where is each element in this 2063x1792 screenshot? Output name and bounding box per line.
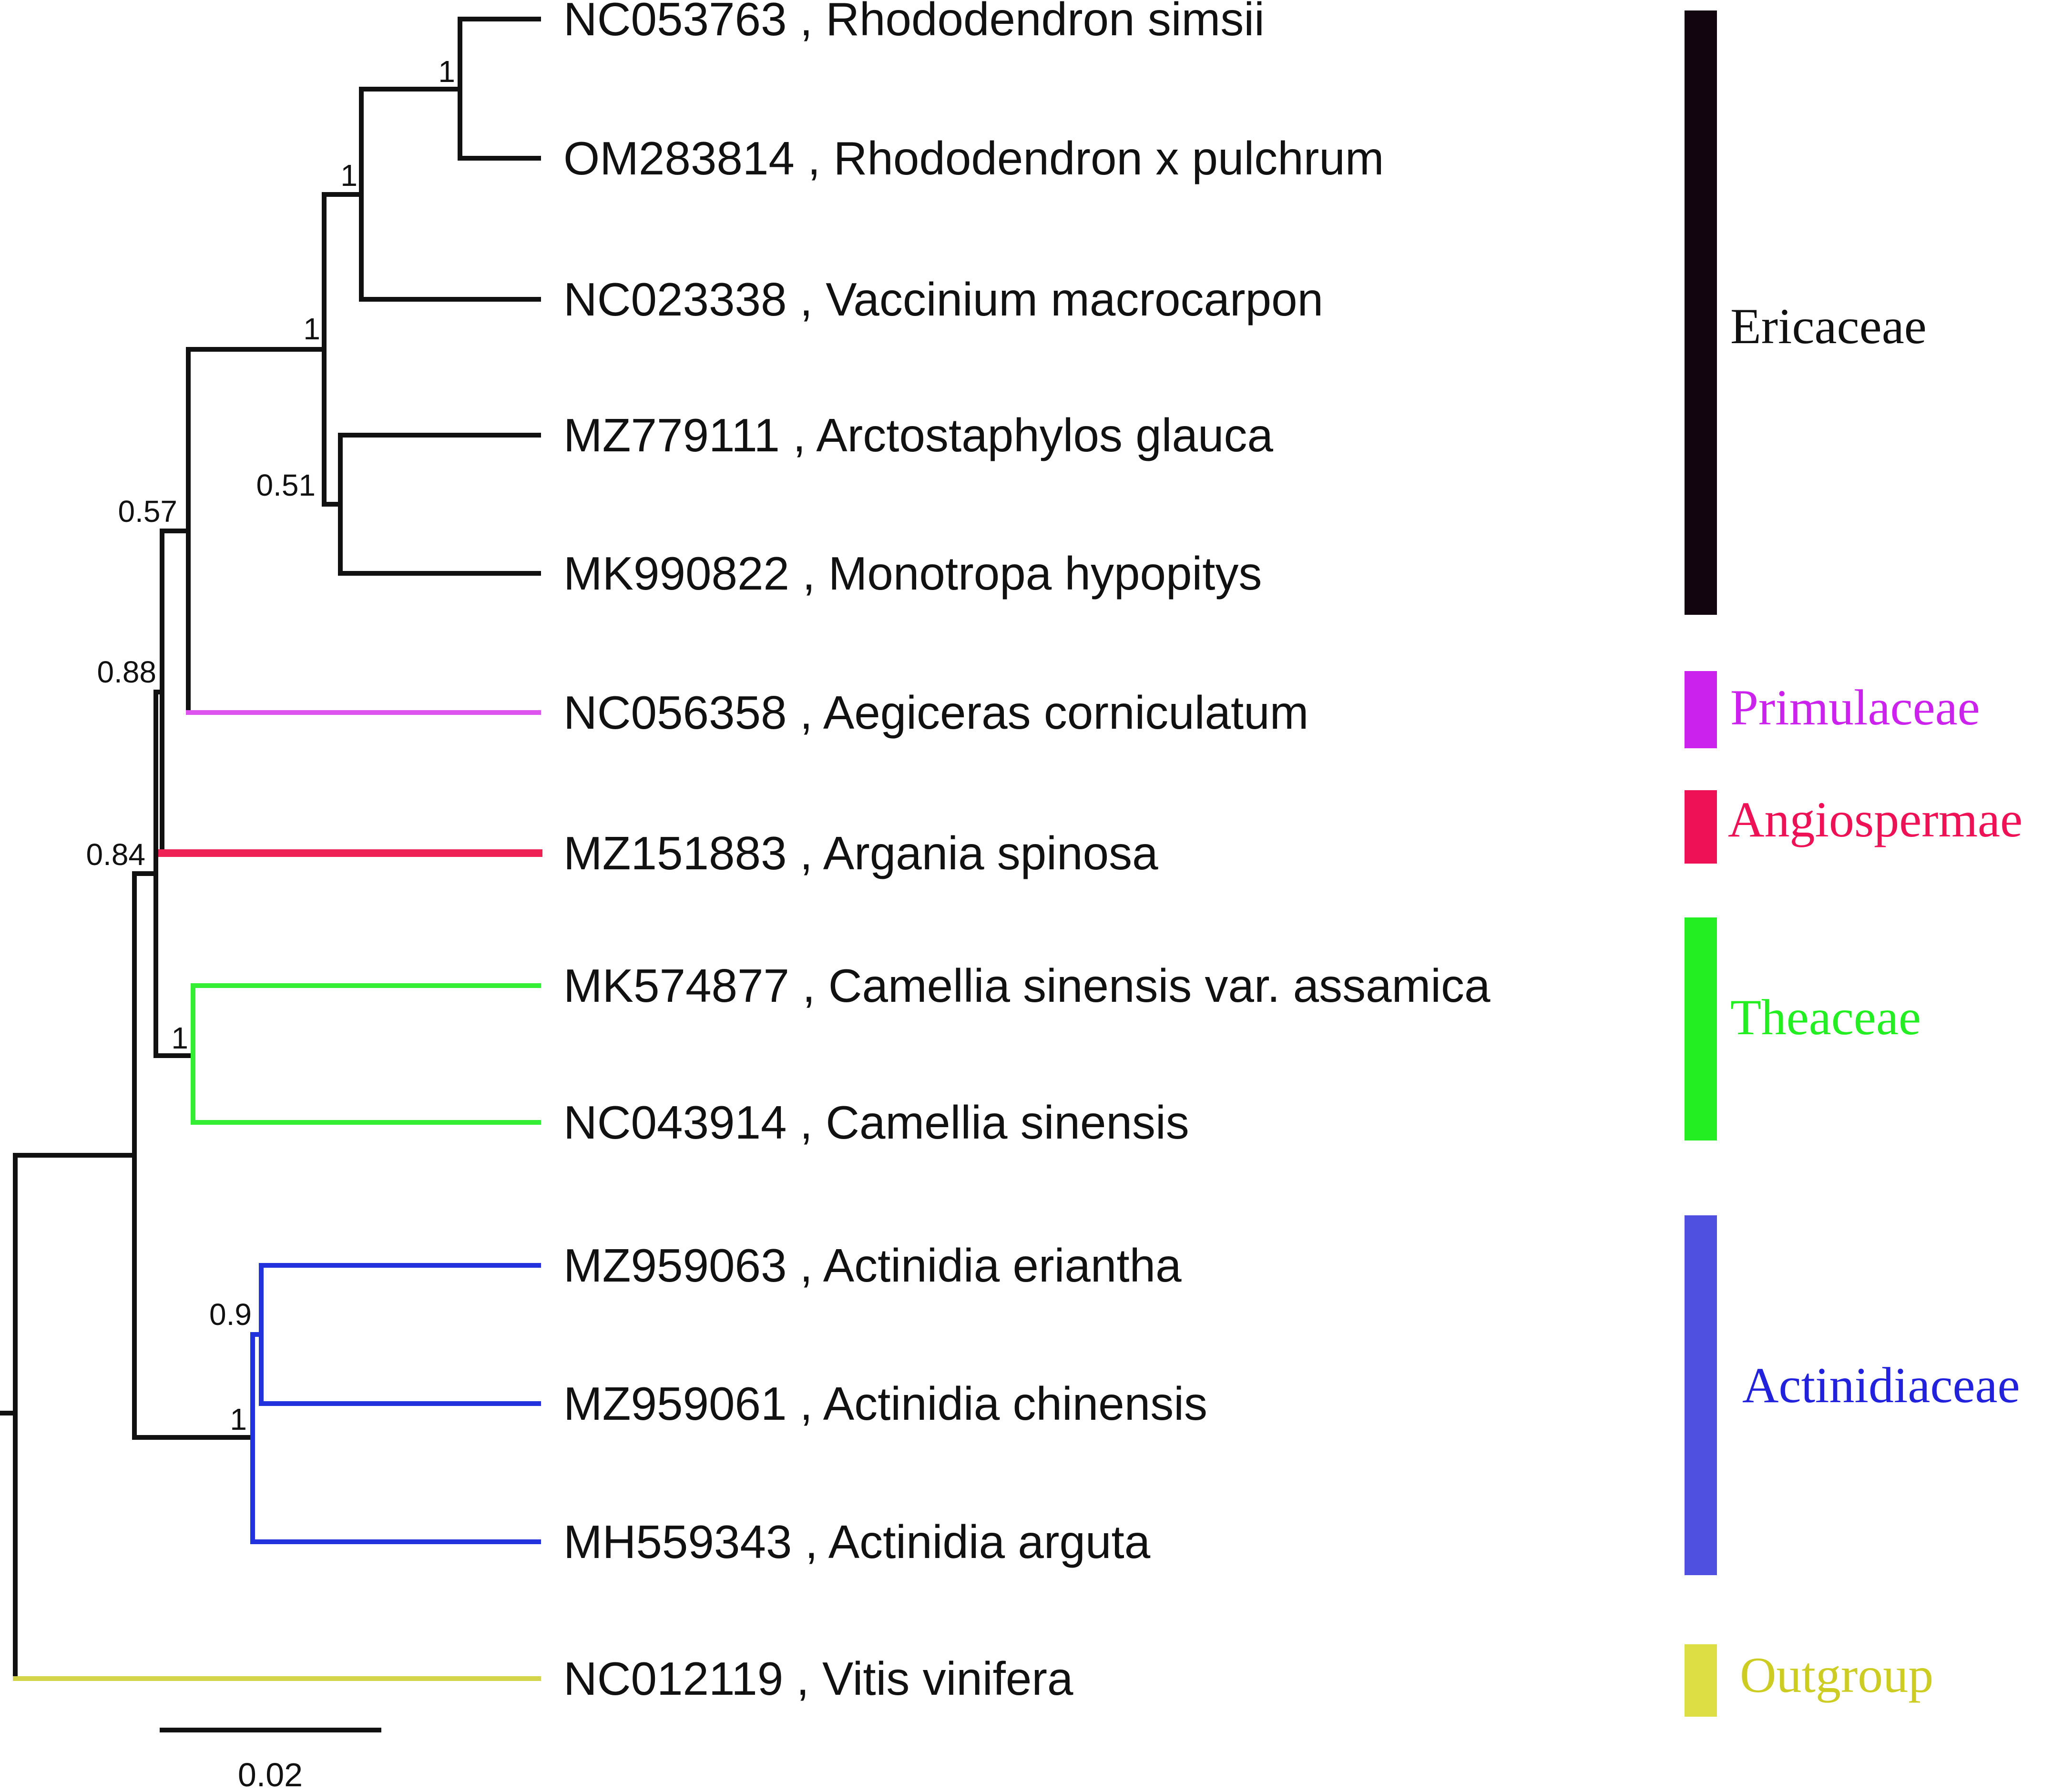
tip-label: MZ151883 , Argania spinosa <box>563 827 1158 879</box>
tip-label: OM283814 , Rhododendron x pulchrum <box>563 132 1384 184</box>
clade-label: Actinidiaceae <box>1742 1357 2020 1413</box>
support-value: 0.84 <box>86 837 145 872</box>
tip-label: NC053763 , Rhododendron simsii <box>563 0 1265 45</box>
tip-accession: MH559343 <box>563 1516 792 1568</box>
tip-accession: NC012119 <box>563 1652 783 1705</box>
support-value: 1 <box>171 1021 188 1055</box>
clade-bar <box>1685 671 1717 748</box>
tip-species: Vitis vinifera <box>822 1652 1073 1705</box>
tip-accession: MZ779111 <box>563 409 780 461</box>
support-value: 0.9 <box>209 1297 252 1332</box>
tip-species: Camellia sinensis var. assamica <box>828 959 1491 1012</box>
clade-label: Primulaceae <box>1730 680 1980 735</box>
support-value: 0.57 <box>118 494 177 529</box>
tip-species: Actinidia chinensis <box>823 1377 1207 1430</box>
tip-label: MZ959063 , Actinidia eriantha <box>563 1239 1182 1292</box>
tip-species: Camellia sinensis <box>826 1096 1189 1149</box>
support-value: 1 <box>303 312 320 346</box>
tip-accession: NC023338 <box>563 273 787 326</box>
clade-bar <box>1685 1644 1717 1717</box>
clade-label: Ericaceae <box>1730 298 1927 354</box>
clade-label: Outgroup <box>1740 1647 1933 1703</box>
tip-accession: NC056358 <box>563 686 787 739</box>
scale-bar-label: 0.02 <box>238 1756 303 1792</box>
support-value: 1 <box>438 54 455 89</box>
tip-species: Vaccinium macrocarpon <box>826 273 1323 326</box>
clade-bar <box>1685 917 1717 1140</box>
tip-accession: NC043914 <box>563 1096 787 1149</box>
tip-accession: NC053763 <box>563 0 787 45</box>
tip-label: NC012119 , Vitis vinifera <box>563 1652 1073 1705</box>
tip-label: MZ779111 , Arctostaphylos glauca <box>563 409 1274 461</box>
tip-species: Actinidia eriantha <box>823 1239 1182 1292</box>
clade-bar <box>1685 790 1717 864</box>
tip-species: Argania spinosa <box>823 827 1158 879</box>
tip-species: Aegiceras corniculatum <box>823 686 1309 739</box>
tip-label: MK574877 , Camellia sinensis var. assami… <box>563 959 1491 1012</box>
tip-species: Arctostaphylos glauca <box>816 409 1273 461</box>
support-value: 0.88 <box>97 655 156 689</box>
tip-label: NC056358 , Aegiceras corniculatum <box>563 686 1308 739</box>
tip-accession: MK574877 <box>563 959 789 1012</box>
support-value: 0.51 <box>256 468 316 502</box>
tip-label: MK990822 , Monotropa hypopitys <box>563 547 1262 600</box>
tip-label: MH559343 , Actinidia arguta <box>563 1516 1151 1568</box>
clade-bar <box>1685 10 1717 615</box>
support-value: 1 <box>230 1402 247 1436</box>
clade-label: Angiospermae <box>1728 792 2022 847</box>
clade-bar <box>1685 1215 1717 1575</box>
tip-species: Actinidia arguta <box>828 1516 1151 1568</box>
clade-label: Theaceae <box>1730 989 1921 1045</box>
tip-accession: MZ151883 <box>563 827 787 879</box>
tip-label: MZ959061 , Actinidia chinensis <box>563 1377 1207 1430</box>
scale-bar: 0.02 <box>160 1728 381 1792</box>
tip-accession: MK990822 <box>563 547 789 600</box>
tip-species: Monotropa hypopitys <box>828 547 1262 600</box>
support-value: 1 <box>340 158 357 193</box>
tip-species: Rhododendron simsii <box>826 0 1265 45</box>
tip-accession: OM283814 <box>563 132 795 184</box>
tip-label: NC043914 , Camellia sinensis <box>563 1096 1189 1149</box>
tip-accession: MZ959063 <box>563 1239 787 1292</box>
tip-accession: MZ959061 <box>563 1377 787 1430</box>
tip-label: NC023338 , Vaccinium macrocarpon <box>563 273 1323 326</box>
tip-species: Rhododendron x pulchrum <box>834 132 1384 184</box>
